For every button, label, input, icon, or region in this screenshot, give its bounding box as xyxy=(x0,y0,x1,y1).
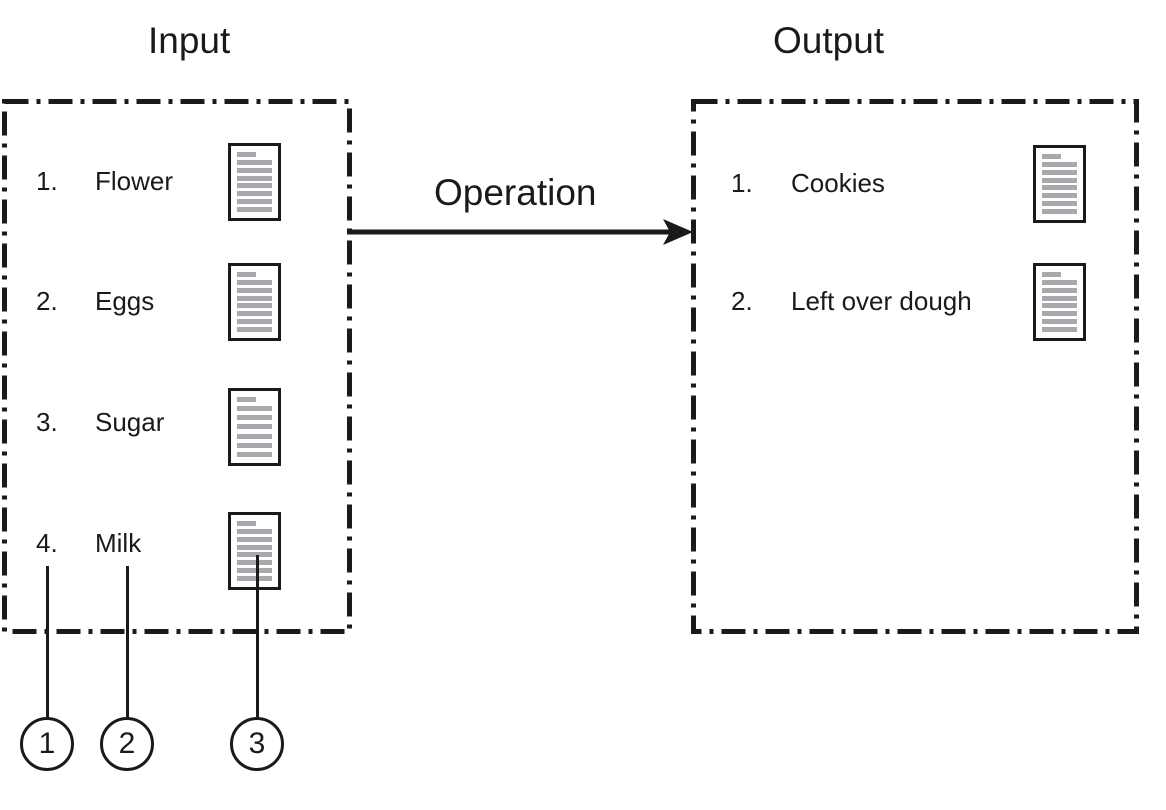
doc-line xyxy=(1042,154,1062,159)
output-item-2-number: 2. xyxy=(731,286,753,316)
input-item-4-label: Milk xyxy=(95,528,142,558)
doc-line xyxy=(237,295,272,301)
doc-line xyxy=(1042,272,1062,277)
doc-line xyxy=(237,326,272,332)
doc-line xyxy=(237,528,272,534)
input-item-2-number: 2. xyxy=(36,286,58,316)
input-item-2-document-icon xyxy=(228,263,281,341)
input-item-1-number: 1. xyxy=(36,166,58,196)
doc-line xyxy=(1042,303,1077,309)
doc-line xyxy=(237,175,272,181)
output-item-1-document-icon xyxy=(1033,145,1086,223)
callout-2[interactable]: 2 xyxy=(100,717,154,771)
output-group-box xyxy=(691,99,1139,634)
doc-line xyxy=(237,521,257,526)
input-item-3-number: 3. xyxy=(36,407,58,437)
doc-line xyxy=(237,406,272,412)
doc-line xyxy=(237,191,272,197)
callout-3-leader-line xyxy=(256,555,259,727)
doc-line xyxy=(237,397,257,402)
output-item-2-label: Left over dough xyxy=(791,286,972,316)
doc-line xyxy=(237,183,272,189)
doc-line xyxy=(237,544,272,550)
doc-line xyxy=(237,272,257,277)
doc-line xyxy=(1042,295,1077,301)
input-panel-heading: Input xyxy=(148,20,231,61)
doc-line xyxy=(1042,287,1077,293)
doc-line xyxy=(1042,169,1077,175)
doc-line xyxy=(1042,177,1077,183)
doc-line xyxy=(1042,193,1077,199)
doc-line xyxy=(237,159,272,165)
doc-line xyxy=(237,167,272,173)
callout-3[interactable]: 3 xyxy=(230,717,284,771)
doc-line xyxy=(237,303,272,309)
input-item-2-label: Eggs xyxy=(95,286,155,316)
doc-line xyxy=(237,433,272,439)
output-panel-heading: Output xyxy=(773,20,885,61)
callout-2-leader-line xyxy=(126,566,129,727)
doc-line xyxy=(1042,279,1077,285)
doc-line xyxy=(1042,208,1077,214)
doc-line xyxy=(237,287,272,293)
doc-line xyxy=(1042,319,1077,325)
input-item-3-document-icon xyxy=(228,388,281,466)
output-item-2-document-icon xyxy=(1033,263,1086,341)
doc-line xyxy=(1042,185,1077,191)
input-item-3-label: Sugar xyxy=(95,407,165,437)
doc-line xyxy=(237,152,257,157)
doc-line xyxy=(237,575,272,581)
operation-arrow-icon xyxy=(345,212,697,257)
input-group-box xyxy=(2,99,352,634)
doc-line xyxy=(1042,161,1077,167)
doc-line xyxy=(237,568,272,574)
doc-line xyxy=(237,311,272,317)
doc-line xyxy=(1042,311,1077,317)
doc-line xyxy=(237,415,272,421)
doc-line xyxy=(237,451,272,457)
output-item-1-label: Cookies xyxy=(791,168,885,198)
input-item-4-document-icon xyxy=(228,512,281,590)
doc-line xyxy=(237,536,272,542)
doc-line xyxy=(237,552,272,558)
doc-line xyxy=(237,279,272,285)
doc-line xyxy=(1042,326,1077,332)
doc-line xyxy=(237,319,272,325)
doc-line xyxy=(1042,201,1077,207)
callout-1[interactable]: 1 xyxy=(20,717,74,771)
callout-1-leader-line xyxy=(46,566,49,727)
input-item-1-label: Flower xyxy=(95,166,174,196)
doc-line xyxy=(237,206,272,212)
input-item-1-document-icon xyxy=(228,143,281,221)
operation-label: Operation xyxy=(434,172,597,213)
input-item-4-number: 4. xyxy=(36,528,58,558)
output-item-1-number: 1. xyxy=(731,168,753,198)
doc-line xyxy=(237,560,272,566)
doc-line xyxy=(237,424,272,430)
doc-line xyxy=(237,442,272,448)
doc-line xyxy=(237,199,272,205)
